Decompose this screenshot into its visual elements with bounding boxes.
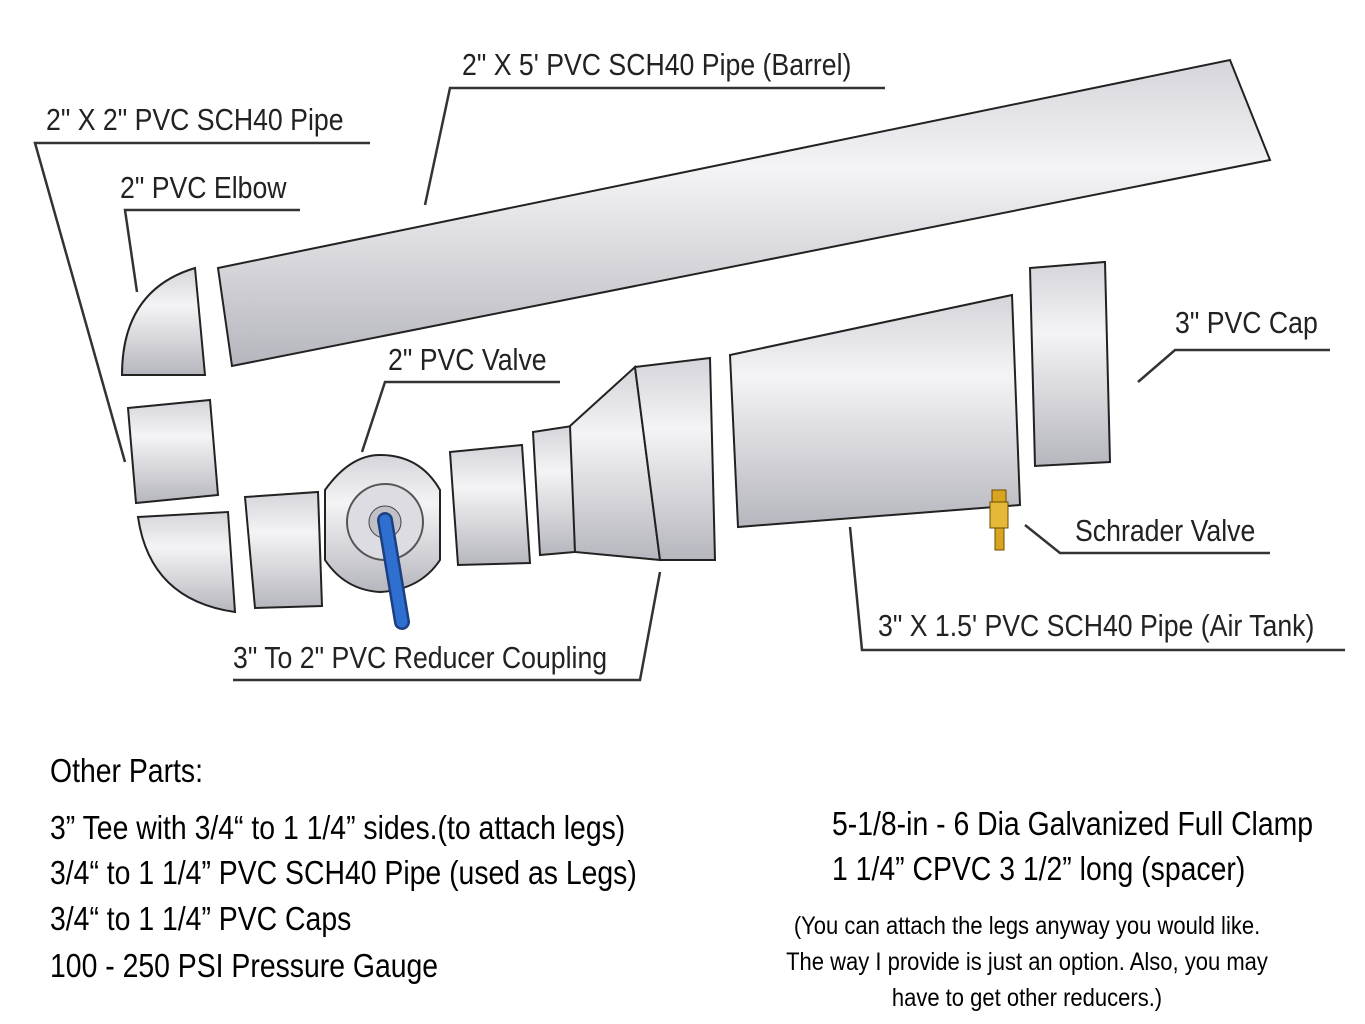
label-reducer: 3" To 2" PVC Reducer Coupling [233, 640, 608, 675]
part-item: 1 1/4” CPVC 3 1/2” long (spacer) [832, 850, 1246, 887]
elbow-top [120, 266, 207, 376]
label-barrel: 2" X 5' PVC SCH40 Pipe (Barrel) [462, 47, 852, 82]
reducer-small [531, 424, 577, 557]
label-air-tank: 3" X 1.5' PVC SCH40 Pipe (Air Tank) [878, 608, 1315, 643]
end-cap [1028, 260, 1112, 468]
schrader-valve-icon [989, 489, 1009, 551]
elbow-bottom [136, 510, 237, 614]
part-item: 5-1/8-in - 6 Dia Galvanized Full Clamp [832, 805, 1314, 842]
reducer-large [633, 356, 717, 561]
leader-lines [33, 86, 1345, 682]
part-item: 3” Tee with 3/4“ to 1 1/4” sides.(to att… [50, 809, 626, 846]
short-pipe [126, 398, 220, 505]
other-parts-heading: Other Parts: [50, 752, 203, 789]
note-line: (You can attach the legs anyway you woul… [793, 912, 1261, 940]
label-elbow: 2" PVC Elbow [120, 170, 287, 205]
note-line: have to get other reducers.) [891, 984, 1163, 1012]
part-item: 100 - 250 PSI Pressure Gauge [50, 947, 439, 984]
part-item: 3/4“ to 1 1/4” PVC Caps [50, 900, 352, 937]
label-valve: 2" PVC Valve [388, 342, 547, 377]
label-short-pipe: 2" X 2" PVC SCH40 Pipe [46, 102, 344, 137]
coupling-pipe [243, 490, 324, 610]
note-line: The way I provide is just an option. Als… [786, 948, 1268, 976]
barrel-pipe [216, 58, 1272, 368]
label-schrader: Schrader Valve [1075, 513, 1256, 548]
part-item: 3/4“ to 1 1/4” PVC SCH40 Pipe (used as L… [50, 854, 637, 891]
label-cap: 3" PVC Cap [1175, 305, 1318, 340]
connector-pipe [448, 443, 532, 567]
air-tank-pipe [728, 293, 1022, 529]
